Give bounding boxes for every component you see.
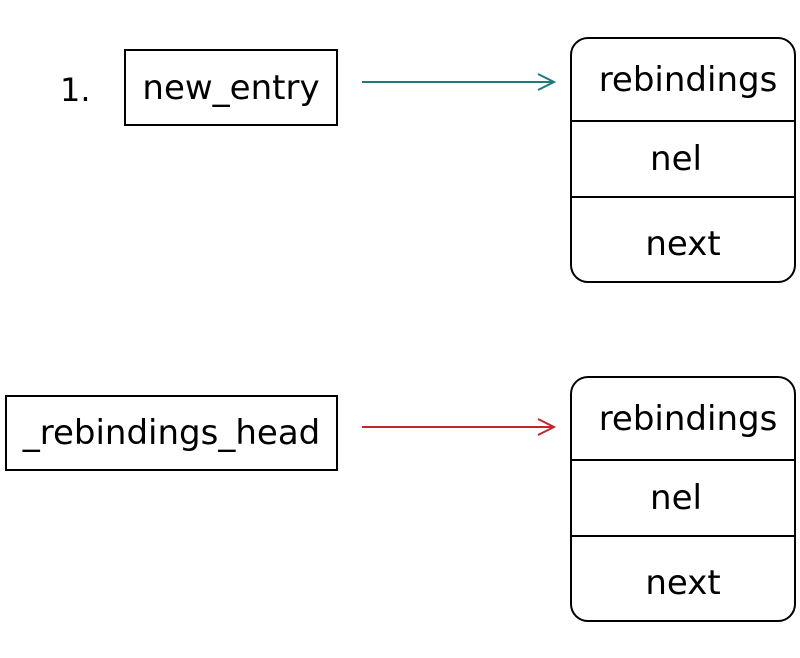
- new-entry-box: new_entry: [124, 49, 338, 126]
- struct-node-new: rebindings nel next: [570, 37, 796, 283]
- field-nel: nel: [572, 459, 794, 535]
- new-entry-label: new_entry: [142, 67, 320, 108]
- field-rebindings: rebindings: [598, 398, 778, 439]
- field-rebindings: rebindings: [598, 59, 778, 100]
- struct-node-head: rebindings nel next: [570, 376, 796, 622]
- field-nel: nel: [572, 120, 794, 196]
- arrow-new-entry: [362, 73, 557, 91]
- field-next: next: [572, 196, 794, 281]
- field-next: next: [572, 535, 794, 620]
- arrow-rebindings-head: [362, 418, 557, 436]
- rebindings-head-label: _rebindings_head: [22, 413, 321, 453]
- step-number: 1.: [60, 71, 91, 109]
- rebindings-head-box: _rebindings_head: [5, 395, 338, 471]
